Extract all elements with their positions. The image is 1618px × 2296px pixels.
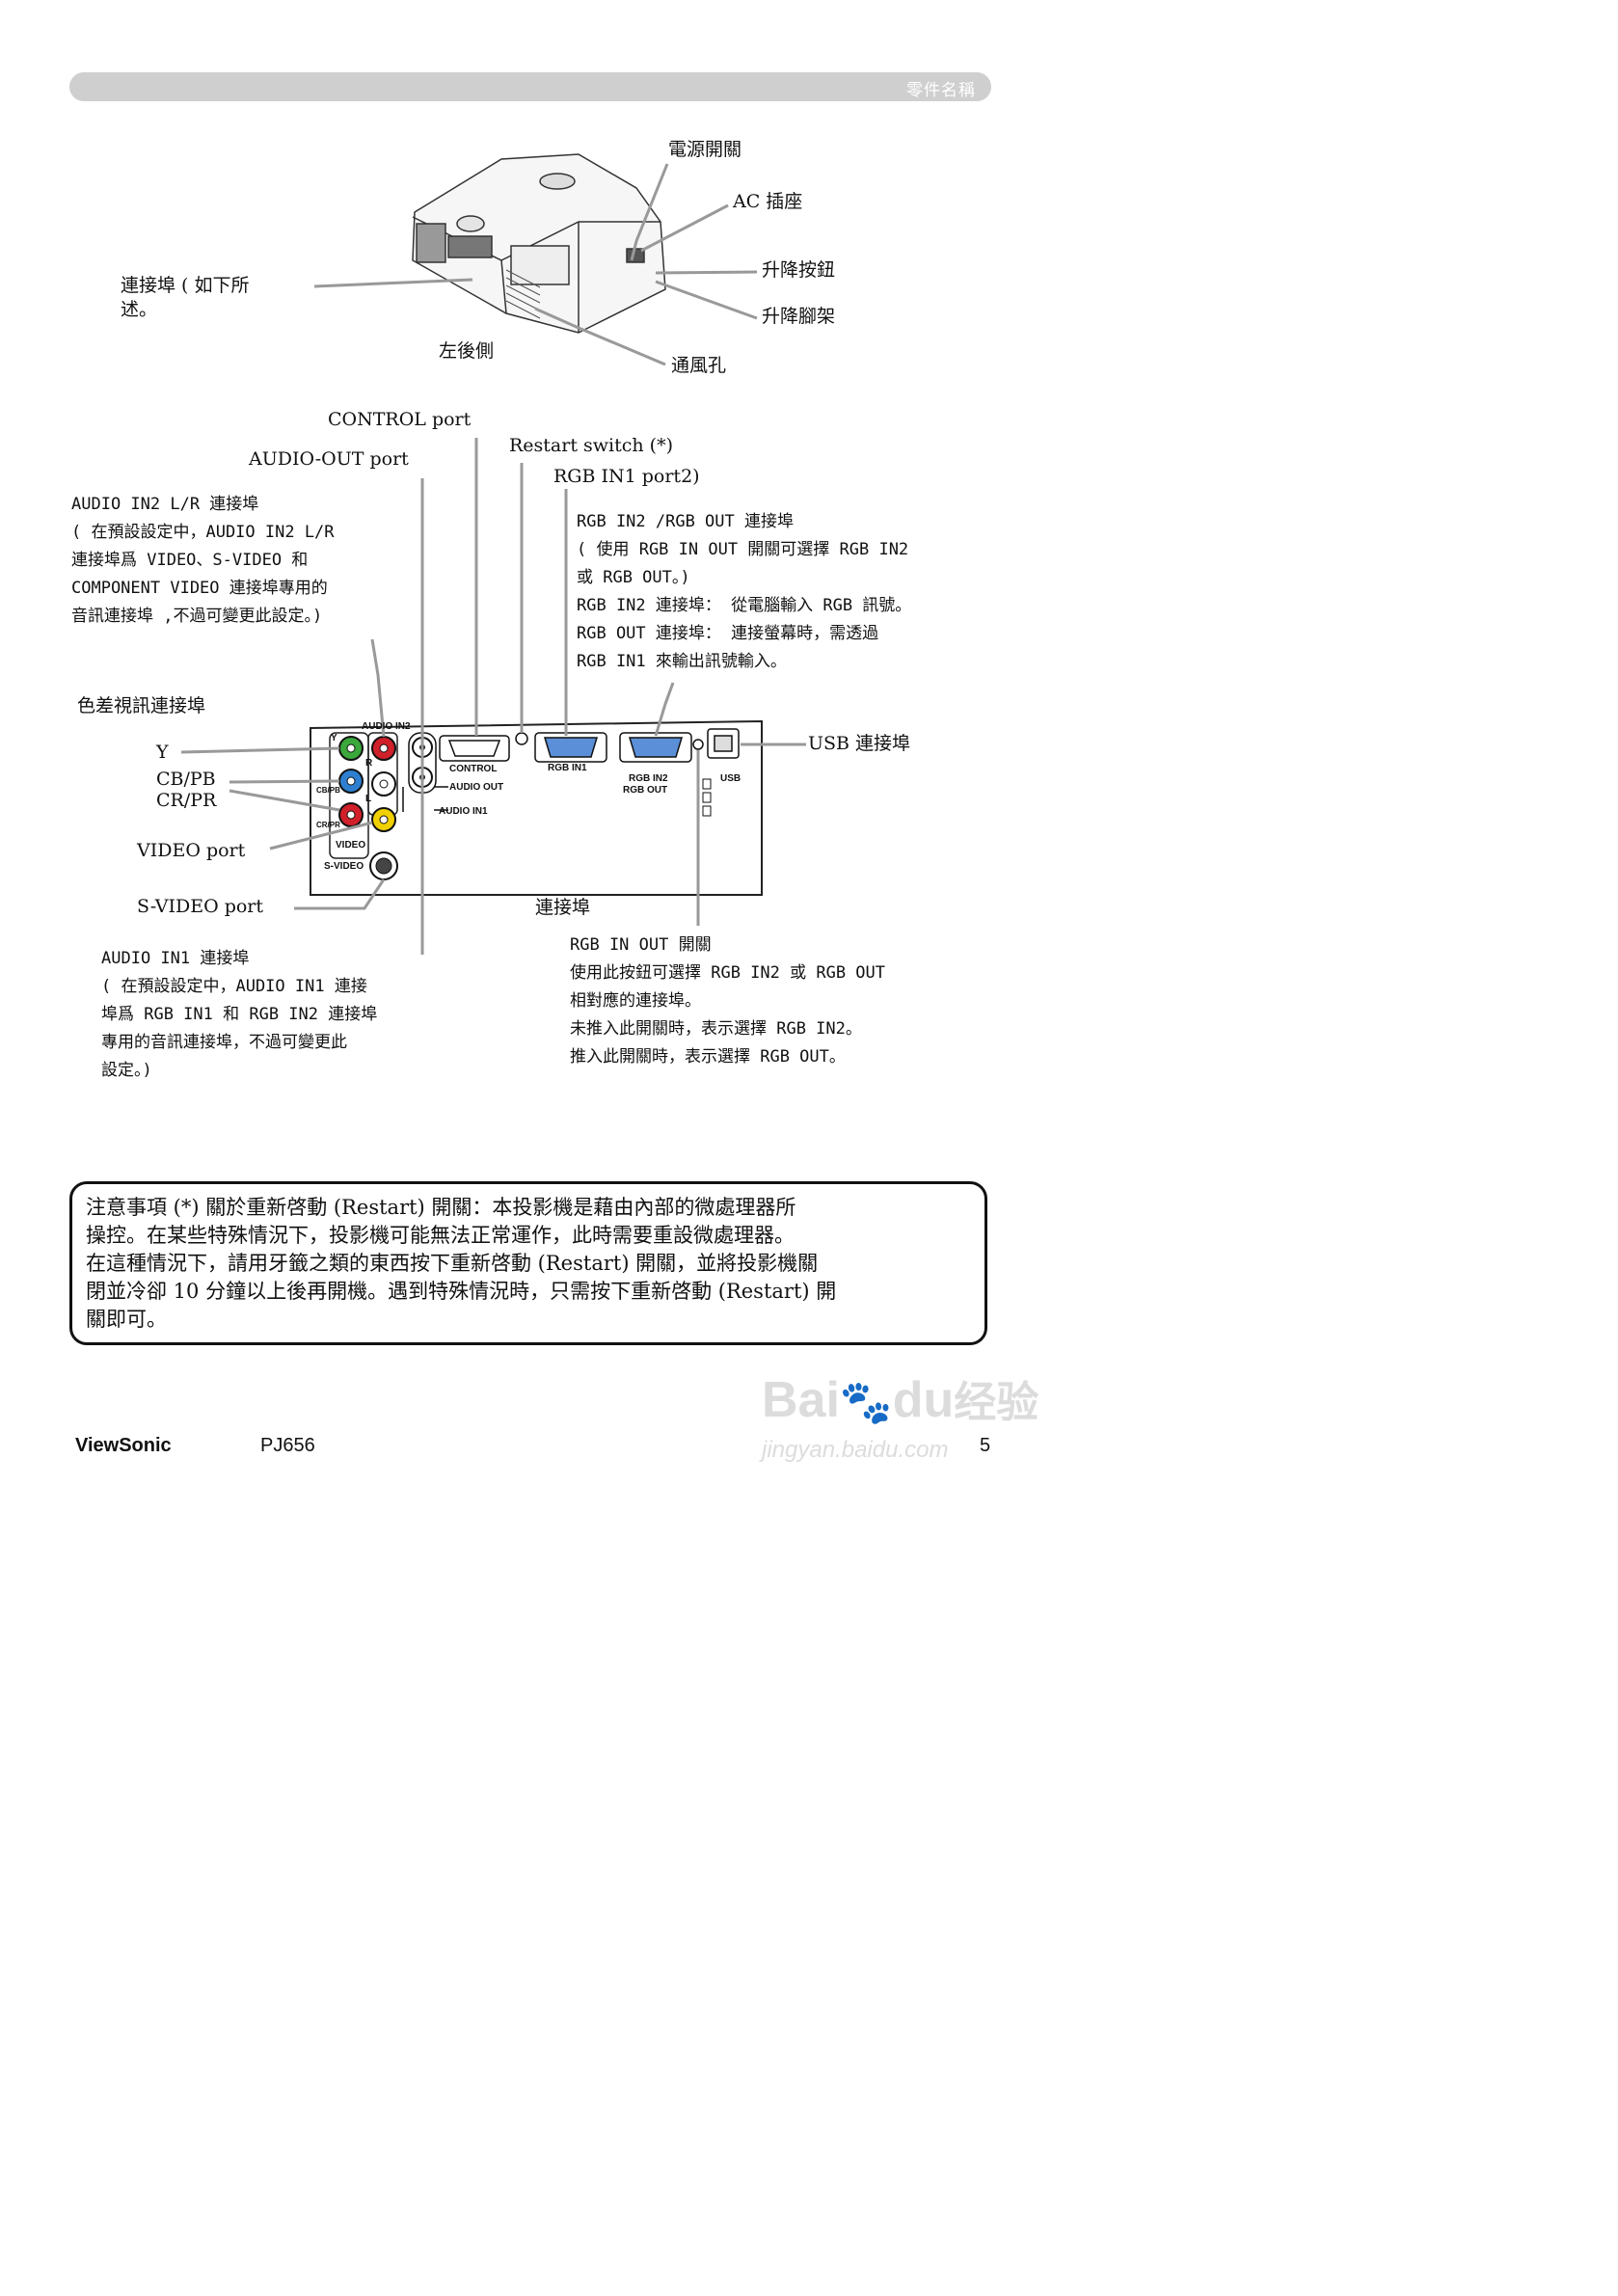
diagram-lines <box>180 153 806 955</box>
panel-audio-out-text: AUDIO OUT <box>449 782 504 793</box>
elevator-button-label: 升降按鈕 <box>762 259 836 281</box>
panel-ticks <box>402 786 448 812</box>
rgb-in-out-switch-line: 使用此按鈕可選擇 RGB IN2 或 RGB OUT <box>570 963 885 983</box>
rgb-in-out-switch-description: RGB IN OUT 開關 使用此按鈕可選擇 RGB IN2 或 RGB OUT… <box>570 932 885 1071</box>
footer-brand: ViewSonic <box>75 1435 172 1456</box>
audio-out-port-label: AUDIO-OUT port <box>249 448 409 470</box>
audio-in2-line: 連接埠爲 VIDEO、S-VIDEO 和 <box>71 551 309 570</box>
usb-connector <box>707 728 740 759</box>
jack-cr-pr <box>338 802 364 827</box>
panel-y-text: Y <box>331 733 337 743</box>
panel-r-text: R <box>365 758 373 769</box>
jack-y <box>338 736 364 761</box>
left-rear-label: 左後側 <box>439 340 495 362</box>
section-title: 零件名稱 <box>906 81 976 100</box>
jack-video <box>371 807 396 832</box>
rgb-in2-out-line: RGB IN1 來輸出訊號輸入。 <box>577 652 787 671</box>
audio-in2-description: AUDIO IN2 L/R 連接埠 ( 在預設設定中，AUDIO IN2 L/R… <box>71 491 335 631</box>
s-video-port-label: S-VIDEO port <box>137 896 264 917</box>
rgb-in2-out-connector <box>619 732 692 763</box>
rgb-in1-connector <box>534 732 607 763</box>
usb-port-label: USB 連接埠 <box>808 733 911 754</box>
panel-cb-pb-text: CB/PB <box>316 786 340 795</box>
rgb-in-out-switch-line: 推入此開關時，表示選擇 RGB OUT。 <box>570 1047 846 1067</box>
audio-in2-line: ( 在預設設定中，AUDIO IN2 L/R <box>71 523 335 542</box>
jack-cb-pb <box>338 769 364 794</box>
cb-pb-label: CB/PB <box>156 769 216 790</box>
rgb-in2-out-description: RGB IN2 /RGB OUT 連接埠 ( 使用 RGB IN OUT 開關可… <box>577 508 911 676</box>
baidu-watermark-logo: Bai🐾du经验 <box>762 1367 1038 1429</box>
audio-in2-line: AUDIO IN2 L/R 連接埠 <box>71 495 259 514</box>
rgb-in2-out-line: RGB IN2 連接埠： 從電腦輸入 RGB 訊號。 <box>577 596 912 615</box>
rgb-in2-out-line: ( 使用 RGB IN OUT 開關可選擇 RGB IN2 <box>577 540 909 559</box>
audio-in1-line: 專用的音訊連接埠，不過可變更此 <box>101 1033 347 1052</box>
audio-in1-line: AUDIO IN1 連接埠 <box>101 949 250 968</box>
audio-in2-line: 音訊連接埠 ,不過可變更此設定。) <box>71 607 323 626</box>
cr-pr-label: CR/PR <box>156 790 217 811</box>
control-port-label: CONTROL port <box>328 409 472 430</box>
watermark-brand: Bai <box>762 1372 840 1428</box>
vent-label: 通風孔 <box>671 355 727 376</box>
panel-video-text: VIDEO <box>336 840 366 851</box>
ports-label-line2: 述。 <box>121 299 158 320</box>
y-label: Y <box>156 742 169 763</box>
rgb-in2-out-line: RGB OUT 連接埠： 連接螢幕時，需透過 <box>577 624 879 643</box>
watermark-brand2: du <box>892 1372 955 1428</box>
restart-switch-hole <box>515 732 528 745</box>
panel-rgb-out-text: RGB OUT <box>623 785 668 796</box>
projector-illustration <box>412 153 666 334</box>
header-bar <box>69 72 991 101</box>
panel-rgb-in2-text: RGB IN2 <box>629 773 668 784</box>
paw-icon: 🐾 <box>839 1379 893 1426</box>
ports-caption: 連接埠 <box>535 897 591 918</box>
restart-switch-label: Restart switch (*) <box>509 435 673 456</box>
audio-in1-description: AUDIO IN1 連接埠 ( 在預設設定中，AUDIO IN1 連接 埠爲 R… <box>101 945 377 1085</box>
watermark-url: jingyan.baidu.com <box>762 1437 949 1463</box>
rgb-in2-out-line: 或 RGB OUT。) <box>577 568 690 587</box>
page-number: 5 <box>980 1435 991 1456</box>
footer-model: PJ656 <box>260 1435 315 1456</box>
audio-in1-line: 設定。) <box>101 1061 152 1080</box>
panel-audio-in2-text: AUDIO IN2 <box>362 721 411 732</box>
rgb-in1-port-label: RGB IN1 port2) <box>553 466 700 487</box>
note-line: 閉並冷卻 10 分鐘以上後再開機。遇到特殊情況時，只需按下重新啓動 (Resta… <box>86 1280 837 1303</box>
restart-note-box: 注意事項 (*) 關於重新啓動 (Restart) 開關：本投影機是藉由內部的微… <box>69 1181 987 1345</box>
jack-audio-in2-l <box>371 771 396 797</box>
ports-label-line1: 連接埠 ( 如下所 <box>121 275 250 296</box>
port-leaders <box>180 438 806 955</box>
watermark-brand-cn: 经验 <box>954 1379 1039 1426</box>
control-port-connector <box>439 735 510 762</box>
panel-cr-pr-text: CR/PR <box>316 821 340 829</box>
audio-in1-line: ( 在預設設定中，AUDIO IN1 連接 <box>101 977 367 996</box>
rgb-in2-out-line: RGB IN2 /RGB OUT 連接埠 <box>577 512 794 531</box>
video-port-label: VIDEO port <box>137 840 246 861</box>
note-line: 關即可。 <box>86 1308 167 1331</box>
projector-leaders <box>313 163 758 366</box>
panel-audio-in1-text: AUDIO IN1 <box>439 806 488 817</box>
panel-l-text: L <box>365 794 372 804</box>
note-line: 在這種情況下，請用牙籤之類的東西按下重新啓動 (Restart) 開關，並將投影… <box>86 1252 819 1275</box>
power-switch-label: 電源開關 <box>668 139 742 160</box>
component-video-label: 色差視訊連接埠 <box>77 695 206 716</box>
rgb-in-out-switch <box>692 739 712 817</box>
jack-s-video <box>369 851 398 880</box>
panel-rgb-in1-text: RGB IN1 <box>548 763 587 773</box>
rgb-in-out-switch-line: 未推入此開關時，表示選擇 RGB IN2。 <box>570 1019 862 1039</box>
ac-inlet-label: AC 插座 <box>733 191 803 212</box>
jack-audio-in2-r <box>371 736 396 761</box>
panel-control-text: CONTROL <box>449 764 498 774</box>
note-line: 注意事項 (*) 關於重新啓動 (Restart) 開關：本投影機是藉由內部的微… <box>86 1196 796 1219</box>
elevator-foot-label: 升降腳架 <box>762 306 836 327</box>
rgb-in-out-switch-line: RGB IN OUT 開關 <box>570 935 712 955</box>
audio-in2-line: COMPONENT VIDEO 連接埠專用的 <box>71 579 328 598</box>
note-line: 操控。在某些特殊情況下，投影機可能無法正常運作，此時需要重設微處理器。 <box>86 1224 795 1247</box>
rgb-in-out-switch-line: 相對應的連接埠。 <box>570 991 701 1011</box>
panel-usb-text: USB <box>720 773 742 784</box>
audio-in1-line: 埠爲 RGB IN1 和 RGB IN2 連接埠 <box>101 1005 378 1024</box>
panel-s-video-text: S-VIDEO <box>324 861 364 872</box>
